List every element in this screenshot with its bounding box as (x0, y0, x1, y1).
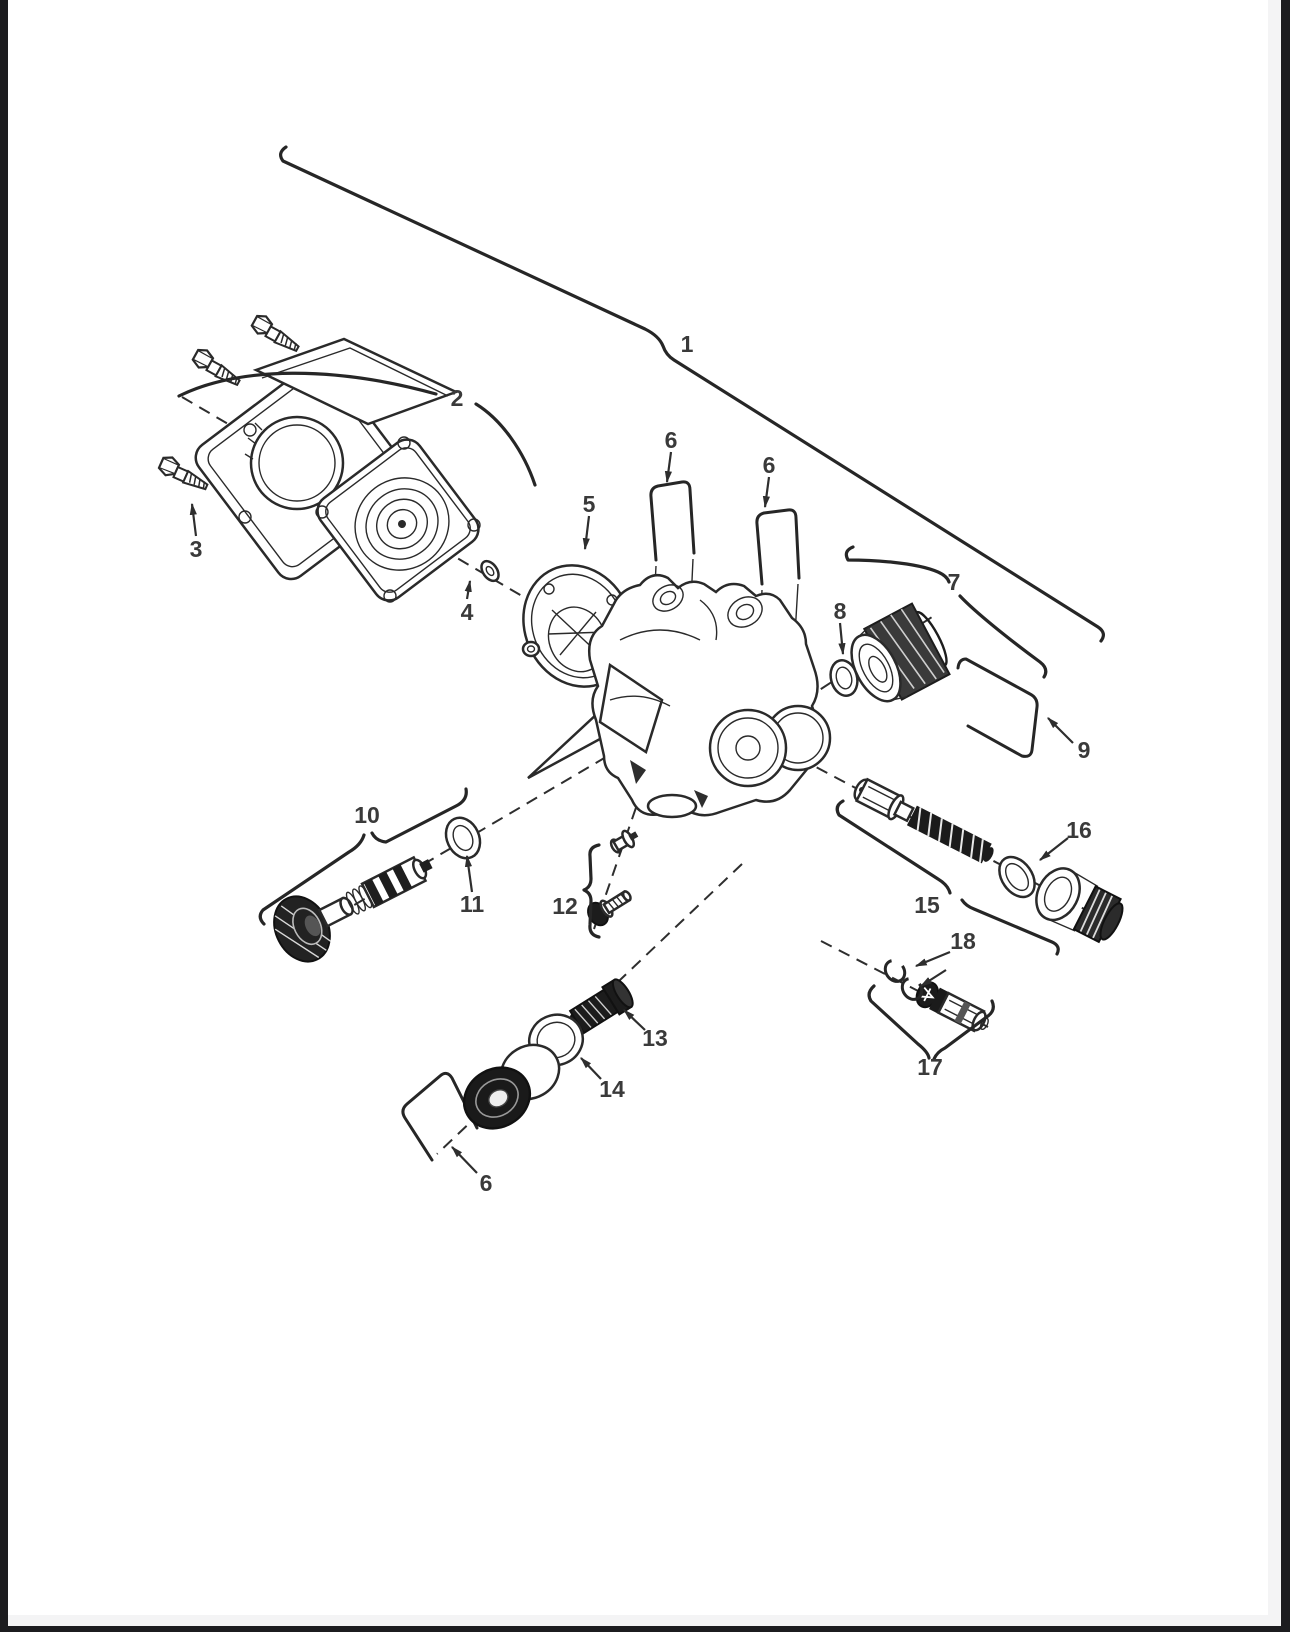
callout-arrow-14 (580, 1057, 602, 1080)
callout-bracket-12 (582, 843, 601, 939)
callout-16: 16 (1066, 817, 1092, 843)
part-piston-17 (915, 981, 989, 1033)
part-pin-bracket-9 (956, 657, 1039, 758)
callout-bracket-10 (258, 787, 468, 926)
callout-arrow-6c (451, 1146, 478, 1174)
callout-arrows (189, 451, 1074, 1174)
callout-brackets (177, 145, 1105, 1061)
callout-arrow-5 (582, 515, 591, 551)
frame-bar-bottom (0, 1626, 1290, 1632)
part-screws-12 (587, 829, 639, 927)
frame-bar-left (0, 0, 8, 1632)
part-pump-body (527, 573, 832, 819)
callout-2: 2 (451, 385, 464, 411)
callout-arrow-13 (623, 1009, 646, 1031)
callout-bracket-15 (835, 799, 1060, 956)
callout-arrow-3 (189, 502, 198, 537)
callout-6b: 6 (763, 452, 776, 478)
part-valve-spring-15 (853, 777, 994, 864)
callout-arrow-4 (464, 579, 472, 600)
scan-strip-right (1268, 0, 1281, 1632)
callout-12: 12 (552, 893, 578, 919)
callout-arrow-6a (664, 451, 673, 484)
part-oring-11 (444, 816, 482, 860)
callout-3: 3 (190, 536, 203, 562)
callout-14: 14 (599, 1076, 625, 1102)
part-bolt-1 (248, 311, 305, 355)
bracket-strap (252, 337, 460, 426)
callout-arrow-16 (1039, 837, 1069, 861)
part-washer-4 (480, 559, 500, 583)
callout-bracket-7 (844, 545, 1048, 679)
callout-bracket-17 (867, 984, 995, 1061)
part-oring-16 (998, 855, 1036, 899)
callout-arrow-6b (762, 476, 771, 509)
part-cap-15 (1035, 867, 1124, 944)
callout-10: 10 (354, 802, 380, 828)
callout-5: 5 (583, 491, 596, 517)
callout-arrow-18b (919, 969, 947, 987)
callout-15: 15 (914, 892, 940, 918)
part-fitting-7 (850, 602, 951, 703)
callout-arrow-11 (464, 854, 474, 893)
part-snap-rings-18 (883, 959, 924, 1001)
callout-bracket-1 (279, 145, 1105, 643)
callout-8: 8 (834, 598, 847, 624)
callout-labels: 1 2 3 4 5 6 6 6 7 8 9 10 11 12 13 14 15 … (190, 331, 1092, 1196)
callout-11: 11 (460, 891, 485, 917)
callout-9: 9 (1078, 737, 1091, 763)
callout-18: 18 (950, 928, 976, 954)
callout-6c: 6 (480, 1170, 493, 1196)
callout-6a: 6 (665, 427, 678, 453)
part-cap-14 (462, 1043, 561, 1130)
callout-arrow-8 (838, 622, 846, 656)
callout-bracket-2 (177, 371, 537, 487)
callout-17: 17 (917, 1054, 943, 1080)
callout-arrow-18a (914, 950, 951, 968)
callout-4: 4 (461, 599, 474, 625)
callout-arrow-9 (1047, 717, 1074, 744)
frame-bar-right (1281, 0, 1290, 1632)
part-snap-pin-6c (401, 1071, 479, 1162)
part-gasket (315, 436, 481, 603)
callout-7: 7 (948, 569, 961, 595)
callout-13: 13 (642, 1025, 668, 1051)
part-relief-valve-10 (273, 855, 433, 963)
scan-strip-bottom (0, 1615, 1290, 1626)
callout-1: 1 (681, 331, 694, 357)
